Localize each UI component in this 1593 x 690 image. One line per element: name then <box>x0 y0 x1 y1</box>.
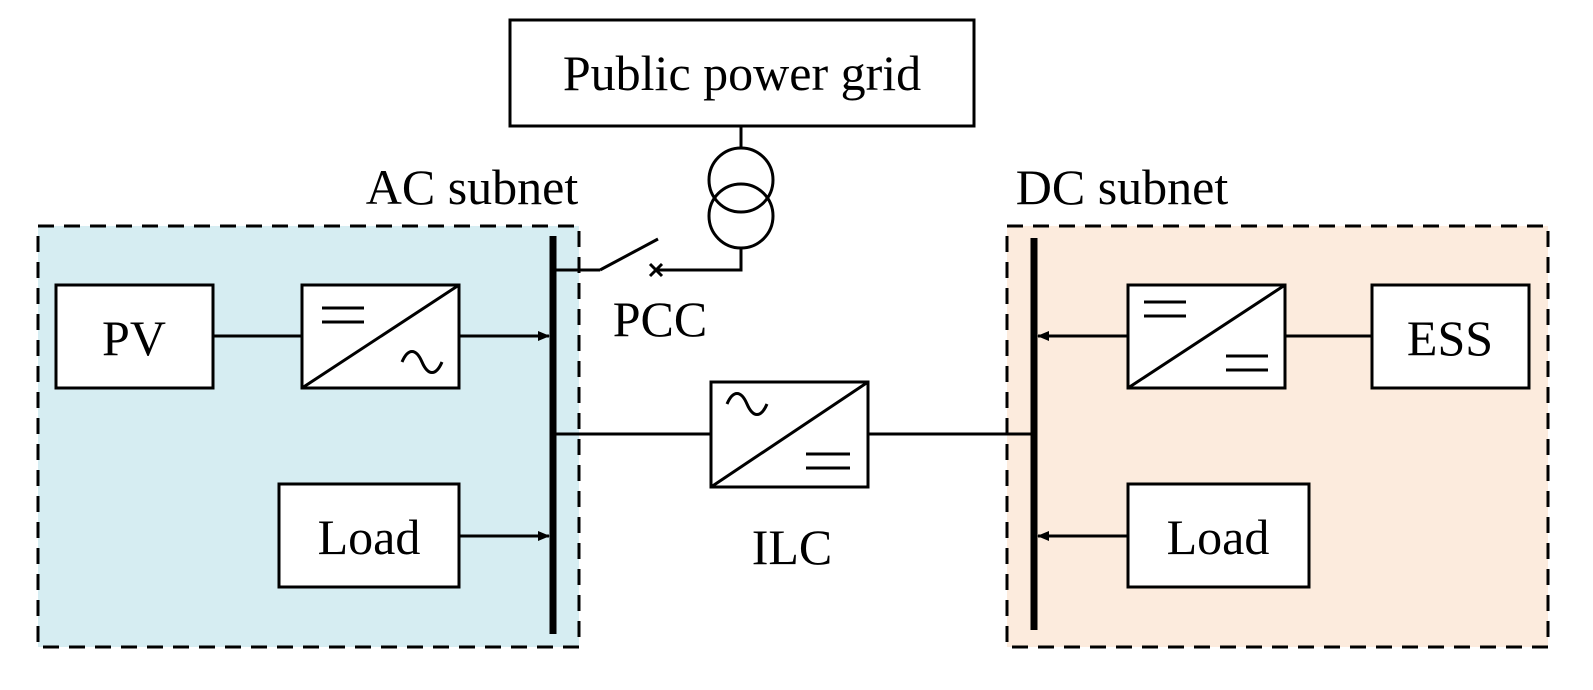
ess-label: ESS <box>1407 310 1493 366</box>
ess-box <box>1370 283 1531 390</box>
ac-subnet-label: AC subnet <box>366 159 579 215</box>
pv-box <box>54 283 215 390</box>
ac-load-label: Load <box>318 509 421 565</box>
dc-ac-converter-icon <box>300 283 461 390</box>
grid-label: Public power grid <box>563 45 921 101</box>
pcc-switch-icon <box>553 237 664 278</box>
ac-load-box <box>277 482 461 589</box>
transformer-icon <box>707 146 775 250</box>
ac-dc-converter-icon <box>709 380 870 489</box>
pv-label: PV <box>102 310 166 366</box>
dc-load-box <box>1126 482 1311 589</box>
pcc-label: PCC <box>613 291 708 347</box>
dc-load-label: Load <box>1167 509 1270 565</box>
dc-subnet-label: DC subnet <box>1016 159 1229 215</box>
grid-box <box>508 18 976 128</box>
ilc-label: ILC <box>752 519 833 575</box>
dc-dc-converter-icon <box>1126 283 1287 390</box>
pcc-feeder <box>656 248 743 272</box>
